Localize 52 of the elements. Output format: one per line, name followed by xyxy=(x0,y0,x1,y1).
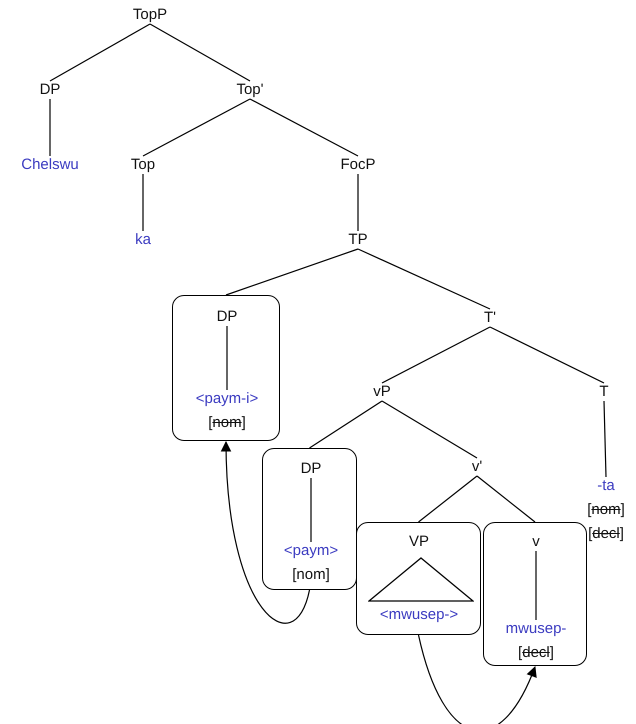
category-label: VP xyxy=(408,532,430,552)
category-label: TP xyxy=(347,230,369,250)
rounded-box xyxy=(483,522,587,666)
category-label: FocP xyxy=(340,155,376,175)
tree-branch xyxy=(476,476,536,522)
feature-label: [decl] xyxy=(587,524,625,544)
tree-branch xyxy=(382,326,490,384)
rounded-box xyxy=(356,522,481,635)
rounded-box xyxy=(172,295,280,441)
rounded-box xyxy=(262,448,357,590)
category-label: v xyxy=(531,532,541,552)
tree-branch xyxy=(357,174,359,231)
movement-arrow xyxy=(418,634,536,724)
movement-arrow xyxy=(220,440,310,624)
word-label: -ta xyxy=(596,476,616,496)
feature-label: [decl] xyxy=(517,643,555,663)
word-label: mwusep- xyxy=(504,619,568,639)
category-label: T xyxy=(598,382,610,402)
word-label: ka xyxy=(134,230,152,250)
tree-branch xyxy=(50,23,150,82)
word-label: <paym-i> xyxy=(194,389,260,409)
feature-label: [nom] xyxy=(207,413,247,433)
tree-branch xyxy=(250,98,358,157)
tree-branch xyxy=(382,400,478,459)
tree-branch xyxy=(49,99,51,156)
word-label: <paym> xyxy=(282,541,340,561)
tree-branch xyxy=(142,98,250,157)
category-label: Top xyxy=(130,155,156,175)
tree-branch xyxy=(490,326,604,384)
tree-branch xyxy=(309,400,382,448)
category-label: TopP xyxy=(132,5,168,25)
category-label: DP xyxy=(38,80,62,100)
category-label: v' xyxy=(470,457,484,477)
tree-branch xyxy=(142,174,144,231)
tree-branch xyxy=(418,476,478,522)
category-label: Top' xyxy=(235,80,265,100)
feature-label: [nom] xyxy=(291,565,331,585)
word-label: <mwusep-> xyxy=(378,605,460,625)
category-label: vP xyxy=(372,382,392,402)
tree-branch xyxy=(226,248,358,296)
tree-branch xyxy=(150,23,250,82)
tree-branch xyxy=(358,248,490,310)
triangle-symbol xyxy=(368,557,474,602)
category-label: DP xyxy=(216,307,238,327)
tree-branch xyxy=(226,326,228,390)
tree-branch xyxy=(535,551,537,620)
category-label: T' xyxy=(482,308,498,328)
tree-branch xyxy=(310,478,312,542)
tree-branch xyxy=(603,400,607,478)
category-label: DP xyxy=(300,459,322,479)
word-label: Chelswu xyxy=(20,155,80,175)
feature-label: [nom] xyxy=(586,500,626,520)
